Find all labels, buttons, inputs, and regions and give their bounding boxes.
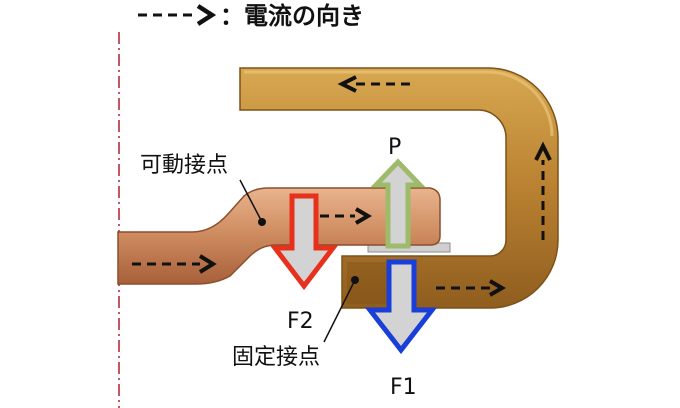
fixed-contact-label: 固定接点 (232, 345, 320, 370)
force-arrow-f2 (269, 193, 339, 291)
f2-label: F2 (287, 309, 314, 334)
current-arrow-contact-head (354, 207, 372, 225)
legend: ：電流の向き (138, 2, 364, 30)
current-arrow-moving-head (198, 254, 217, 274)
fixed-conductor-highlight (244, 70, 554, 137)
fixed-contact-leader-dot (351, 276, 359, 284)
legend-label: ：電流の向き (220, 2, 364, 30)
current-arrow-fixed-right-head (534, 141, 552, 161)
force-arrow-f1 (364, 259, 438, 355)
fixed-contact-leader (323, 279, 356, 343)
legend-arrow-head (196, 4, 217, 26)
f1-label: F1 (390, 375, 417, 400)
moving-contact-label: 可動接点 (140, 153, 228, 178)
current-arrows (132, 75, 552, 297)
current-arrow-fixed-bottom-head (488, 279, 506, 297)
force-arrow-p (370, 158, 426, 249)
moving-contact-leader-dot (258, 218, 266, 226)
current-arrow-fixed-top-head (337, 75, 357, 93)
moving-contact-leader (239, 179, 263, 223)
p-label: P (388, 135, 401, 160)
